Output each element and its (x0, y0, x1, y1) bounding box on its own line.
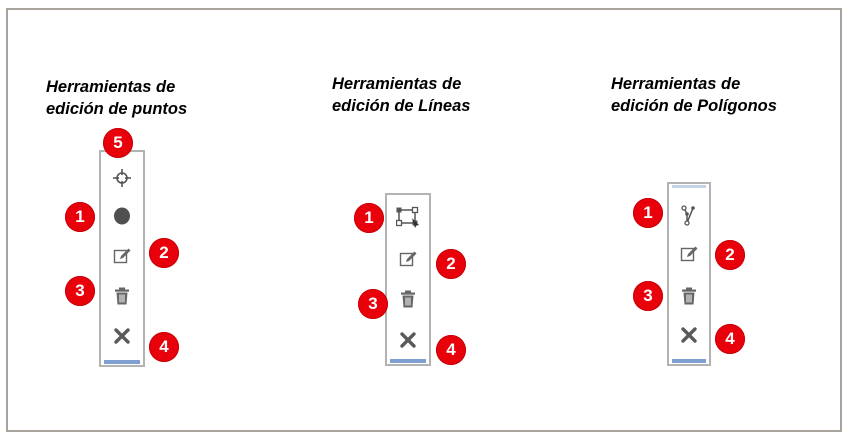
lines-title-line1: Herramientas de (332, 75, 462, 93)
edit-pencil-icon[interactable] (396, 247, 420, 271)
lines-title-line2: edición de Líneas (332, 97, 471, 115)
points-toolbar (99, 150, 145, 367)
callout-badge-3: 3 (65, 276, 95, 306)
callout-badge-5: 5 (103, 128, 133, 158)
callout-badge-4: 4 (436, 335, 466, 365)
polyline-draw-icon[interactable] (677, 204, 701, 228)
cancel-x-icon[interactable] (396, 328, 420, 352)
lines-tools-title: Herramientas de edición de Líneas (332, 73, 470, 117)
points-title-line1: Herramientas de (46, 78, 176, 96)
callout-badge-3: 3 (358, 289, 388, 319)
polygons-toolbar (667, 182, 711, 366)
toolbar-bottom-strip (672, 359, 706, 363)
callout-badge-4: 4 (715, 324, 745, 354)
toolbar-bottom-strip (104, 360, 140, 364)
polygons-title-line2: edición de Polígonos (611, 97, 777, 115)
polygons-tools-title: Herramientas de edición de Polígonos (611, 73, 777, 117)
callout-badge-1: 1 (354, 203, 384, 233)
polygons-title-line1: Herramientas de (611, 75, 741, 93)
callout-badge-1: 1 (633, 198, 663, 228)
edit-pencil-icon[interactable] (677, 242, 701, 266)
move-crosshair-icon[interactable] (110, 166, 134, 190)
points-title-line2: edición de puntos (46, 100, 188, 118)
point-dot-icon[interactable] (110, 204, 134, 228)
delete-trash-icon[interactable] (396, 287, 420, 311)
callout-badge-1: 1 (65, 202, 95, 232)
toolbar-bottom-strip (390, 359, 426, 363)
callout-badge-2: 2 (149, 238, 179, 268)
points-tools-title: Herramientas de edición de puntos (46, 76, 187, 120)
delete-trash-icon[interactable] (110, 284, 134, 308)
callout-badge-3: 3 (633, 281, 663, 311)
callout-badge-4: 4 (149, 332, 179, 362)
lines-toolbar (385, 193, 431, 366)
callout-badge-2: 2 (715, 240, 745, 270)
callout-badge-2: 2 (436, 249, 466, 279)
edit-pencil-icon[interactable] (110, 244, 134, 268)
cancel-x-icon[interactable] (110, 324, 134, 348)
cancel-x-icon[interactable] (677, 323, 701, 347)
toolbar-top-strip (672, 185, 706, 188)
delete-trash-icon[interactable] (677, 284, 701, 308)
line-vertex-edit-icon[interactable] (396, 205, 420, 229)
